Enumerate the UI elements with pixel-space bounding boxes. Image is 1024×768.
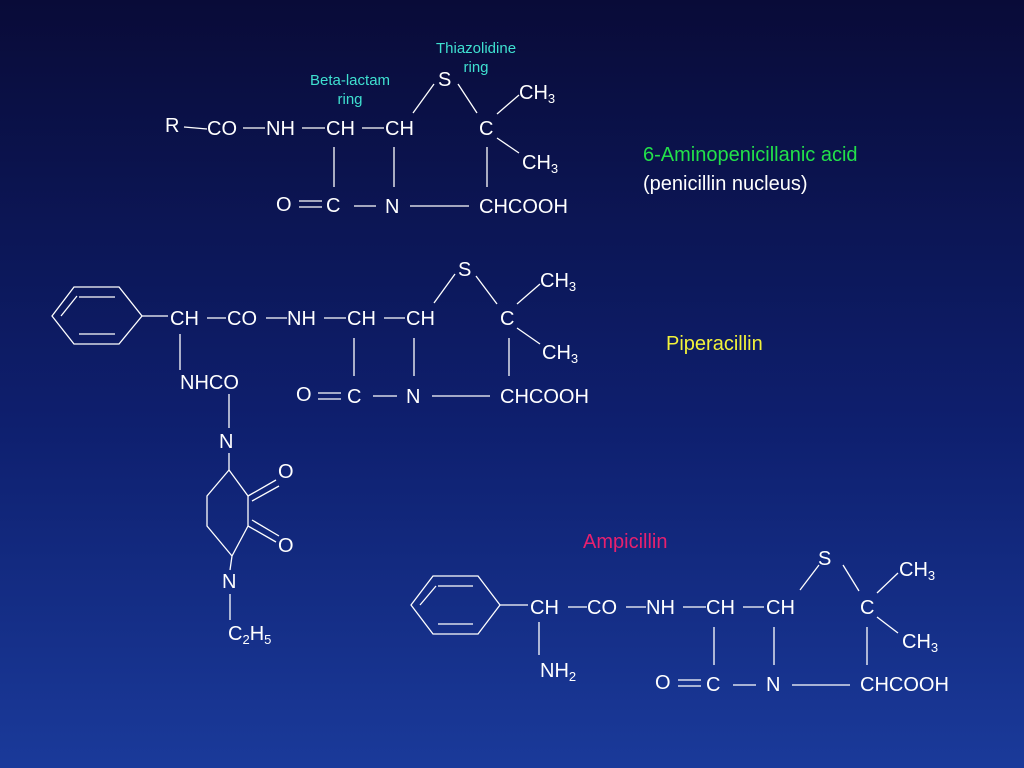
- thiazolidine-label-line2: ring: [463, 59, 489, 76]
- beta-lactam-label-line1: Beta-lactam: [310, 72, 391, 89]
- atom-nh2: NH2: [540, 660, 577, 684]
- atom-c: C: [479, 118, 494, 140]
- atom-c: C: [860, 597, 875, 619]
- apa-subtitle: (penicillin nucleus): [643, 173, 808, 195]
- atom-ch3-a: CH3: [540, 270, 577, 294]
- atom-c-2: C: [706, 674, 721, 696]
- atom-ch3-b: CH3: [542, 342, 579, 366]
- atom-o-ring-1: O: [278, 461, 294, 483]
- atom-nh: NH: [287, 308, 316, 330]
- ampicillin-title: Ampicillin: [583, 531, 668, 553]
- atom-ch-2: CH: [385, 118, 414, 140]
- atom-n: N: [766, 674, 781, 696]
- atom-n-ring-1: N: [219, 431, 234, 453]
- nucleus-bonds: [183, 83, 520, 208]
- atom-s: S: [438, 69, 452, 91]
- atom-ch3-b: CH3: [902, 631, 939, 655]
- atom-nh: NH: [646, 597, 675, 619]
- atom-n: N: [406, 386, 421, 408]
- atom-n: N: [385, 196, 400, 218]
- atom-c: C: [500, 308, 515, 330]
- atom-ch-2: CH: [406, 308, 435, 330]
- apa-title: 6-Aminopenicillanic acid: [643, 144, 858, 166]
- atom-co: CO: [207, 118, 237, 140]
- piperacillin-title: Piperacillin: [666, 333, 763, 355]
- atom-o-ring-2: O: [278, 535, 294, 557]
- atom-r: R: [165, 115, 180, 137]
- atom-chcooh: CHCOOH: [500, 386, 589, 408]
- atom-o: O: [655, 672, 671, 694]
- atom-o: O: [296, 384, 312, 406]
- atom-ch3-b: CH3: [522, 152, 559, 176]
- atom-c2h5: C2H5: [228, 623, 272, 647]
- atom-nhco: NHCO: [180, 372, 239, 394]
- atom-s: S: [458, 259, 472, 281]
- atom-ch-0: CH: [530, 597, 559, 619]
- beta-lactam-label-line2: ring: [337, 91, 363, 108]
- atom-n-ring-2: N: [222, 571, 237, 593]
- atom-c-2: C: [347, 386, 362, 408]
- atom-ch-0: CH: [170, 308, 199, 330]
- thiazolidine-label-line1: Thiazolidine: [436, 40, 517, 57]
- atom-ch3-a: CH3: [899, 559, 936, 583]
- thiazolidine-ring-label: Thiazolidine ring: [436, 39, 516, 77]
- atom-c-2: C: [326, 195, 341, 217]
- atom-co: CO: [227, 308, 257, 330]
- atom-ch3-a: CH3: [519, 82, 556, 106]
- atom-ch-1: CH: [326, 118, 355, 140]
- atom-ch-2: CH: [766, 597, 795, 619]
- ampicillin-bonds: [410, 564, 899, 687]
- atom-chcooh: CHCOOH: [860, 674, 949, 696]
- atom-chcooh: CHCOOH: [479, 196, 568, 218]
- beta-lactam-ring-label: Beta-lactam ring: [310, 71, 390, 109]
- atom-s: S: [818, 548, 832, 570]
- atom-ch-1: CH: [347, 308, 376, 330]
- atom-ch-1: CH: [706, 597, 735, 619]
- atom-nh: NH: [266, 118, 295, 140]
- piperacillin-bonds: [51, 273, 541, 620]
- atom-co: CO: [587, 597, 617, 619]
- atom-o: O: [276, 194, 292, 216]
